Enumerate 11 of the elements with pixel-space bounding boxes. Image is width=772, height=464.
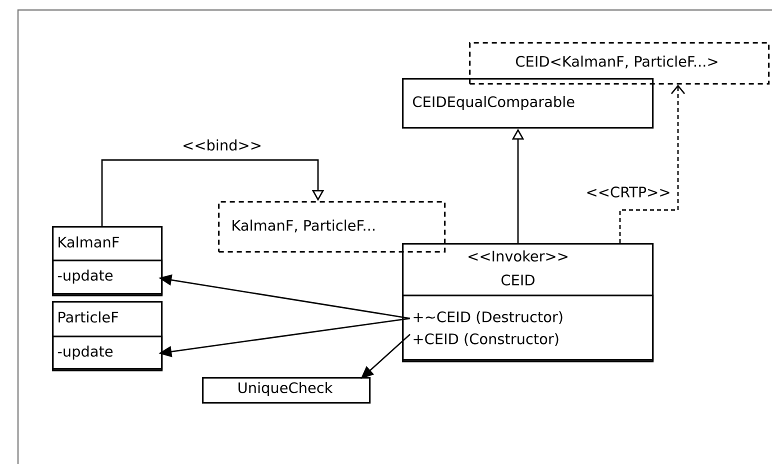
- template-box: KalmanF, ParticleF...: [218, 201, 446, 253]
- dashed-arrow: [619, 84, 686, 243]
- class-box: CEIDEqualComparable: [402, 78, 654, 129]
- member-compartment: +~CEID (Destructor) +CEID (Constructor): [402, 294, 654, 362]
- edge-label: <<CRTP>>: [584, 186, 672, 198]
- arrow: [101, 159, 324, 226]
- class-box: UniqueCheck: [202, 377, 371, 404]
- member-compartment: -update: [52, 260, 163, 296]
- edge-label: <<bind>>: [181, 138, 263, 152]
- member-compartment: -update: [52, 336, 163, 372]
- template-box: CEID<KalmanF, ParticleF...>: [469, 42, 770, 85]
